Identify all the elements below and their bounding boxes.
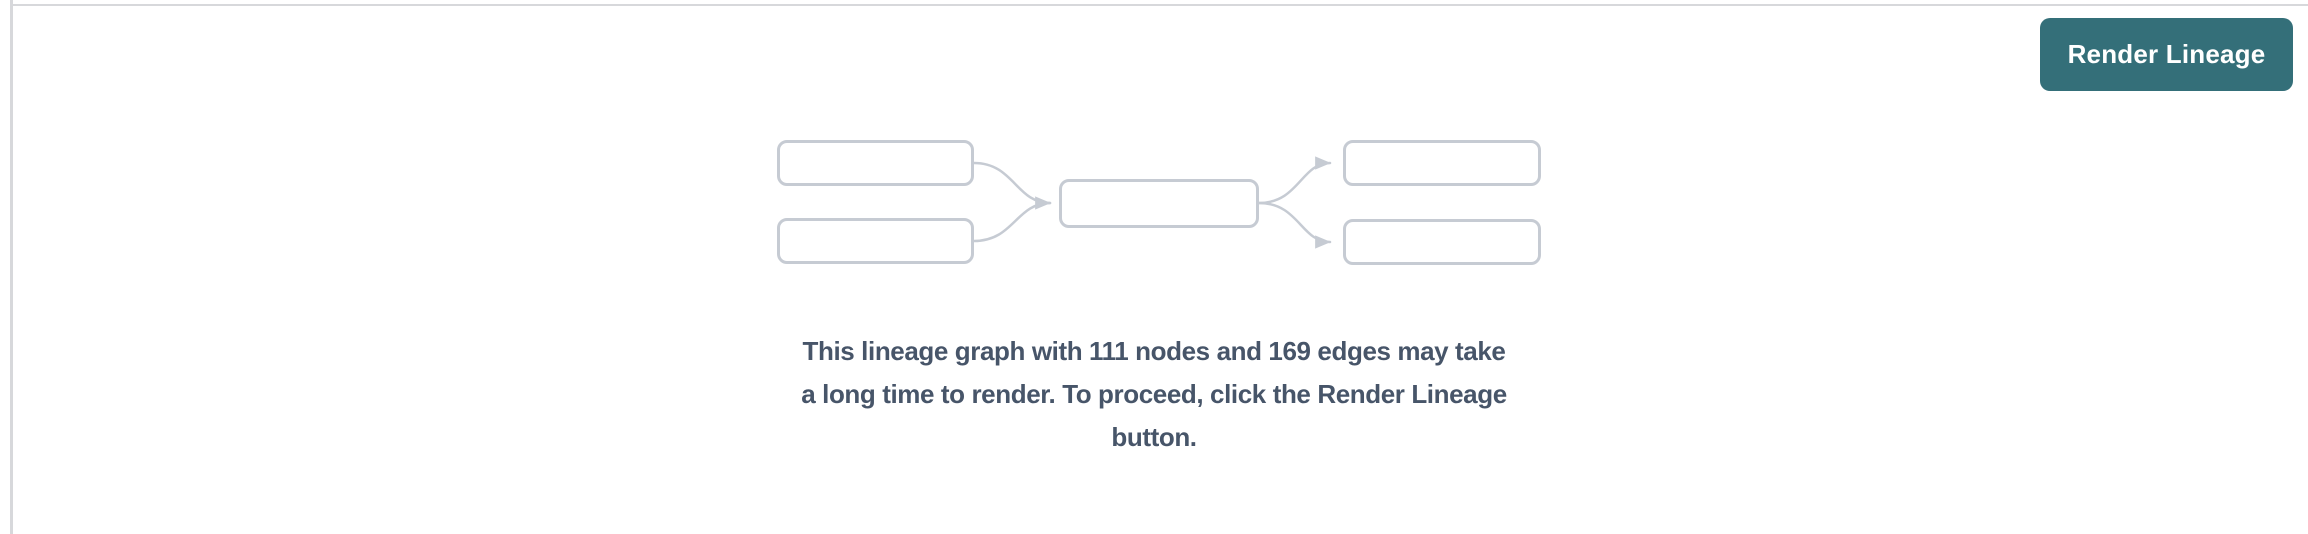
lineage-warning-line-2: a long time to render. To proceed, click… — [801, 379, 1507, 409]
lineage-empty-state: This lineage graph with 111 nodes and 16… — [0, 136, 2308, 459]
lineage-warning-line-3: button. — [1111, 422, 1197, 452]
lineage-placeholder-diagram — [762, 136, 1546, 268]
placeholder-node-top-right — [1343, 140, 1541, 186]
placeholder-node-bottom-right — [1343, 219, 1541, 265]
panel-top-border — [10, 4, 2308, 6]
lineage-warning-message: This lineage graph with 111 nodes and 16… — [801, 330, 1507, 459]
render-lineage-button[interactable]: Render Lineage — [2040, 18, 2293, 91]
placeholder-node-middle — [1059, 179, 1259, 228]
lineage-arrows — [972, 156, 1332, 249]
lineage-warning-line-1: This lineage graph with 111 nodes and 16… — [802, 336, 1506, 366]
placeholder-node-top-left — [777, 140, 974, 186]
panel-left-border — [10, 0, 13, 534]
placeholder-node-bottom-left — [777, 218, 974, 264]
